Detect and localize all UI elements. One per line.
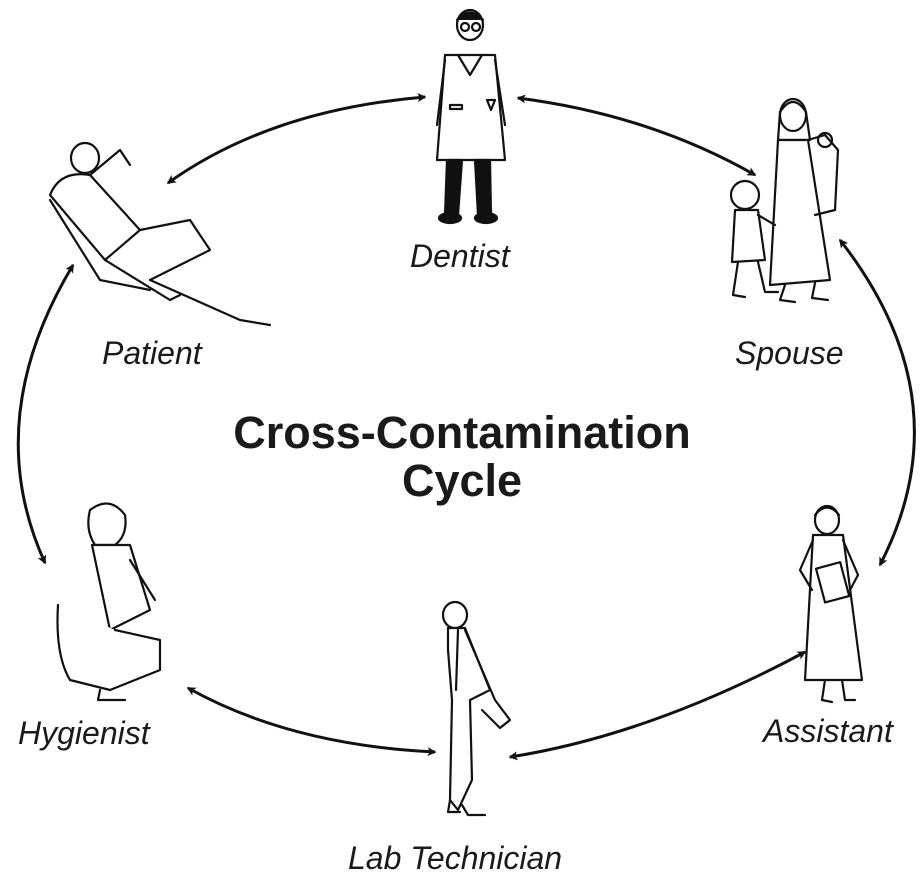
arrow-dentist-spouse [516,94,757,177]
label-spouse: Spouse [735,335,844,371]
lab-technician-figure [441,600,512,817]
arrow-labtech-hygienist [186,686,437,757]
diagram-title-line-2: Cycle [401,455,523,506]
label-patient: Patient [102,335,202,371]
arrow-patient-dentist [166,93,427,185]
label-dentist: Dentist [410,238,510,274]
label-hygienist: Hygienist [18,715,150,751]
dentist-figure [435,8,507,225]
patient-figure [48,141,272,327]
arrow-spouse-assistant [838,238,916,567]
assistant-figure [798,504,864,704]
label-lab-technician: Lab Technician [348,840,563,876]
diagram-title-line-1: Cross-Contamination [233,407,691,458]
label-assistant: Assistant [763,713,893,749]
spouse-figure [729,97,840,304]
arrow-assistant-labtech [508,650,807,761]
arrow-hygienist-patient [16,263,75,565]
hygienist-figure [56,502,162,702]
